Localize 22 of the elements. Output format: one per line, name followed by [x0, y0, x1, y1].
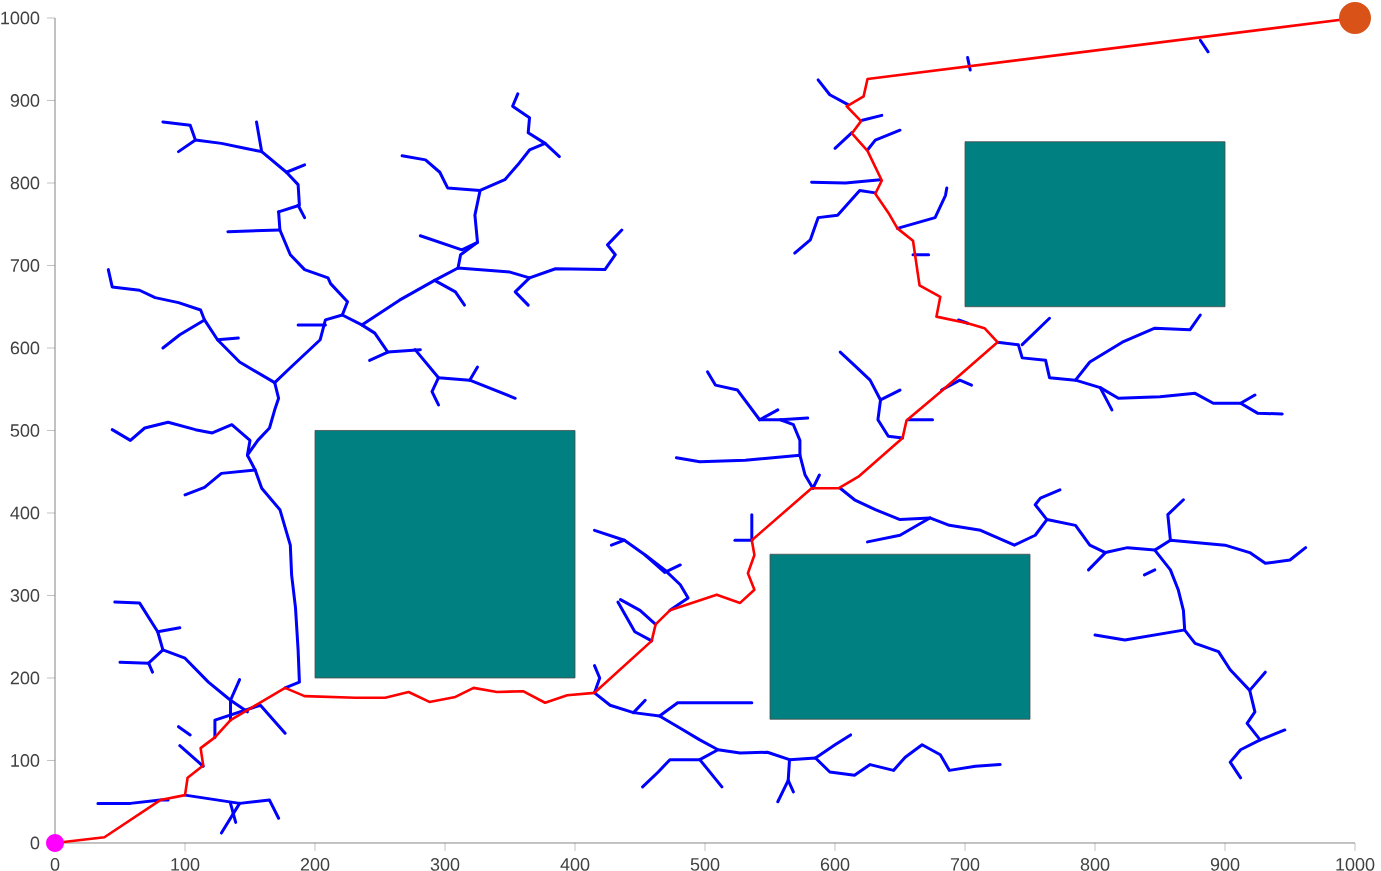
x-tick-label: 900 [1210, 858, 1240, 871]
y-tick-label: 900 [10, 94, 40, 107]
y-tick-label: 0 [30, 836, 40, 850]
x-tick-label: 100 [171, 858, 200, 871]
y-tick-label: 700 [10, 259, 40, 272]
y-tick-label: 1000 [1, 11, 40, 25]
y-tick-label: 200 [10, 671, 40, 685]
x-tick-label: 1000 [1336, 858, 1375, 871]
x-tick-label: 800 [1080, 858, 1110, 871]
x-tick-label: 600 [820, 858, 850, 871]
y-tick-label: 100 [11, 754, 40, 767]
y-tick-label: 300 [10, 589, 40, 602]
y-tick-label: 800 [10, 176, 40, 190]
x-tick-label: 200 [300, 858, 330, 871]
y-tick-label: 400 [10, 506, 40, 520]
y-tick-label: 600 [10, 341, 40, 355]
x-tick-label: 0 [50, 858, 60, 871]
x-tick-label: 300 [430, 858, 460, 871]
x-tick-label: 700 [950, 858, 980, 871]
y-tick-label: 500 [10, 424, 40, 437]
x-tick-label: 500 [690, 858, 720, 871]
x-tick-label: 400 [560, 858, 590, 871]
